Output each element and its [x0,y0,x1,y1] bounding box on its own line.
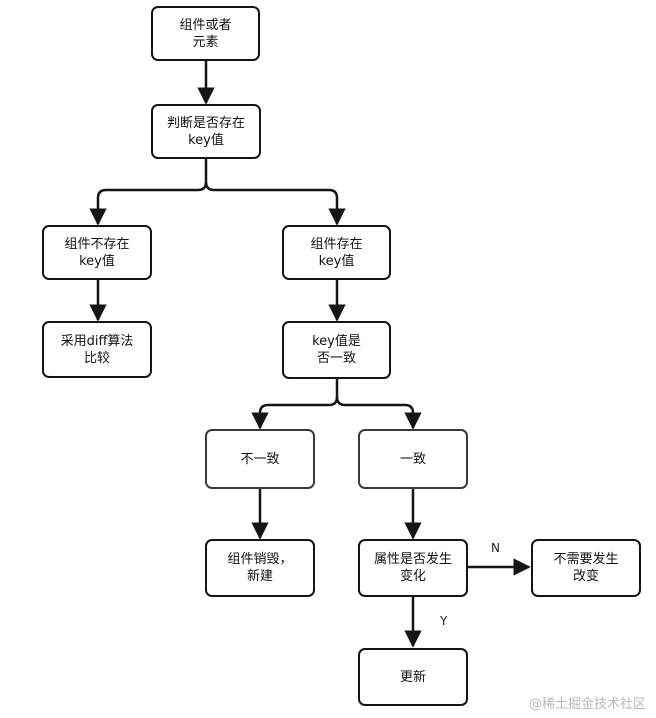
node-key-same: key值是 否一致 [282,321,391,379]
node-not-same-label: 不一致 [240,451,280,467]
node-same: 一致 [358,429,468,489]
node-no-change-needed: 不需要发生 改变 [531,539,641,597]
node-has-component-label: 组件存在 key值 [310,236,363,269]
node-destroy-new-label: 组件销毁， 新建 [227,552,293,584]
node-no-component-label: 组件不存在 key值 [64,236,130,269]
node-key-same-label: key值是 否一致 [312,334,361,366]
arrow-check-key-to-has-component [204,181,346,226]
node-start: 组件或者 元素 [151,6,260,61]
node-use-diff: 采用diff算法 比较 [42,321,152,378]
arrow-key-same-to-same [335,396,422,430]
node-no-component: 组件不存在 key值 [42,225,152,280]
node-use-diff-label: 采用diff算法 比较 [60,333,134,366]
node-start-label: 组件或者 元素 [179,17,232,50]
arrow-check-key-to-no-component [89,158,208,226]
node-check-key-label: 判断是否存在 key值 [166,115,245,148]
arrow-key-same-to-not-same [251,378,339,430]
node-update-label: 更新 [399,669,426,685]
node-attr-changed: 属性是否发生 变化 [358,539,468,597]
node-has-component: 组件存在 key值 [282,225,391,280]
node-attr-changed-label: 属性是否发生 变化 [373,552,452,584]
edge-label-yes: Y [440,614,448,628]
node-not-same: 不一致 [205,429,315,489]
edge-label-no: N [491,541,500,555]
node-update: 更新 [358,648,468,706]
node-no-change-needed-label: 不需要发生 改变 [553,552,619,584]
watermark: @稀土掘金技术社区 [528,697,646,712]
node-check-key: 判断是否存在 key值 [151,104,261,159]
node-destroy-new: 组件销毁， 新建 [205,539,315,597]
node-same-label: 一致 [399,451,426,467]
